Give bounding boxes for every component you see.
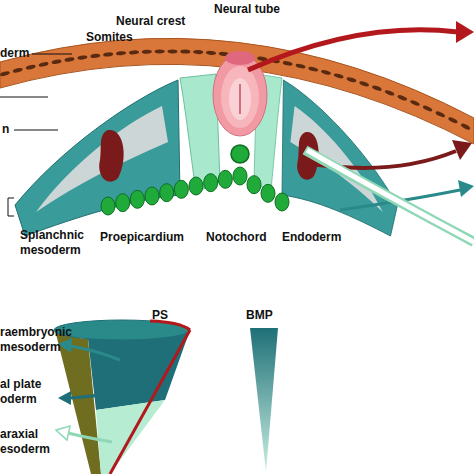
- ectoderm-cell: [435, 110, 446, 118]
- structure-label: n: [2, 122, 22, 137]
- ectoderm-band: [0, 38, 474, 144]
- structure-label: Somites: [86, 30, 156, 45]
- endoderm-cell: [101, 197, 115, 215]
- arrow-head: [452, 140, 472, 160]
- ectoderm-cell: [38, 61, 49, 67]
- ectoderm-cell: [206, 51, 216, 56]
- structure-label: derm: [0, 46, 40, 61]
- ectoderm-cell: [116, 51, 126, 56]
- gradient-label: BMP: [246, 308, 286, 323]
- ectoderm-cell: [346, 76, 357, 83]
- endoderm-cell: [116, 194, 130, 212]
- lineage-arrow: [248, 30, 458, 70]
- arrow-head: [458, 180, 474, 197]
- bmp-gradient: [250, 328, 278, 472]
- ectoderm-cell: [321, 69, 332, 75]
- coelom: [36, 106, 168, 212]
- proepicardium: [99, 130, 124, 182]
- ectoderm-cell: [77, 55, 87, 60]
- ectoderm-cell: [384, 89, 395, 96]
- ectoderm-cell: [142, 50, 152, 54]
- ectoderm-cell: [0, 70, 10, 76]
- structure-label: Neural tube: [214, 2, 304, 17]
- ectoderm-cell: [129, 50, 139, 55]
- ectoderm-cell: [51, 59, 62, 65]
- arrow-head: [456, 21, 474, 43]
- ectoderm-cell: [167, 49, 177, 53]
- arrow-head: [58, 391, 71, 405]
- coelom: [290, 106, 382, 212]
- endoderm-cell: [204, 174, 218, 192]
- leader-line: [0, 97, 48, 98]
- ectoderm-cell: [308, 66, 319, 72]
- neural-lumen: [239, 84, 241, 114]
- mesoderm-right: [254, 74, 398, 236]
- endoderm-cell: [130, 190, 144, 208]
- ectoderm-cell: [193, 50, 203, 54]
- endoderm-cell: [247, 176, 261, 194]
- structure-label: Endoderm: [282, 230, 357, 245]
- primitive-streak: [150, 321, 190, 330]
- cone-region: [88, 330, 190, 410]
- ectoderm-cell: [333, 73, 344, 80]
- mesoderm-wing: [15, 80, 180, 236]
- ectoderm-cell: [410, 99, 421, 107]
- ectoderm-cell: [64, 57, 75, 63]
- ectoderm-cell: [460, 123, 471, 131]
- fate-label: al plate oderm: [0, 377, 60, 407]
- ectoderm-cell: [295, 63, 306, 69]
- ectoderm-cell: [12, 67, 23, 73]
- neural-tube-ring: [229, 78, 251, 120]
- notochord: [231, 145, 249, 163]
- mesoderm-wing: [282, 80, 398, 236]
- arrow-head: [56, 426, 70, 440]
- ectoderm-cell: [359, 80, 370, 87]
- lineage-arrow: [305, 150, 474, 242]
- region-label: PS: [152, 308, 182, 323]
- ectoderm-cell: [180, 49, 190, 53]
- endoderm-cell: [261, 184, 275, 202]
- endoderm-cell: [174, 180, 188, 198]
- fate-label: raembryonic mesoderm: [0, 325, 90, 355]
- ectoderm-cell: [448, 116, 459, 124]
- endoderm-cell: [233, 167, 247, 185]
- ectoderm-cell: [282, 60, 293, 66]
- ectoderm-cell: [371, 85, 382, 92]
- fate-label: araxial esoderm: [0, 427, 64, 457]
- ectoderm-cell: [422, 105, 433, 113]
- ectoderm-cell: [155, 49, 165, 53]
- endoderm-cell: [218, 170, 232, 188]
- ectoderm-cell: [25, 64, 36, 70]
- structure-label: Proepicardium: [100, 230, 200, 245]
- endoderm-cell: [275, 193, 289, 211]
- endoderm-cell: [145, 187, 159, 205]
- ectoderm-cell: [90, 53, 100, 58]
- bracket: [8, 198, 14, 216]
- lineage-arrow-inner: [307, 150, 474, 242]
- ectoderm-cells: [0, 49, 471, 130]
- fate-arrow: [70, 346, 120, 360]
- endoderm-cell: [160, 184, 174, 202]
- endoderm-cells: [101, 167, 289, 215]
- primitive-streak: [110, 330, 190, 474]
- ectoderm-cell: [103, 52, 113, 57]
- leader-line: [14, 130, 58, 131]
- structure-label: Notochord: [206, 230, 281, 245]
- cone-top: [54, 320, 190, 340]
- leader-line: [32, 54, 72, 55]
- neural-tube-ring: [221, 66, 259, 128]
- ectoderm-cell: [397, 94, 408, 101]
- fate-arrow: [70, 390, 130, 398]
- neural-crest: [225, 51, 255, 65]
- fate-arrow: [68, 433, 112, 442]
- structure-label: Splanchnic mesoderm: [20, 228, 98, 258]
- structure-label: Neural crest: [116, 14, 206, 29]
- endoderm-cell: [189, 177, 203, 195]
